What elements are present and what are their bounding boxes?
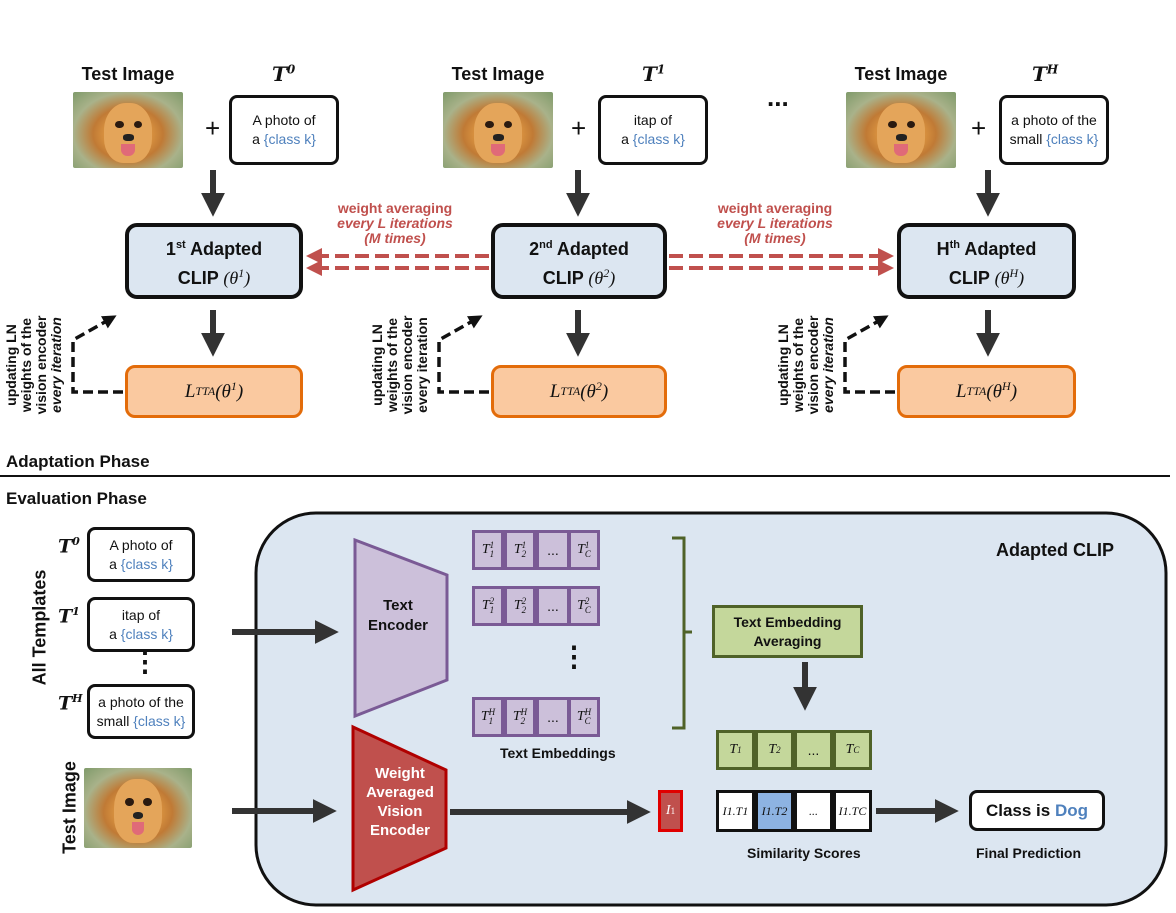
text-embeddings-label: Text Embeddings [500,745,616,761]
embedding-vertical-dots: ⋮ [560,641,588,672]
template-symbol: TH [58,692,83,715]
test-image [846,92,956,168]
ellipsis: ... [767,82,789,112]
plus-sign: + [971,113,987,143]
test-image [84,768,192,848]
similarity-scores-label: Similarity Scores [747,845,861,861]
test-image-label: Test Image [81,64,175,84]
test-image [443,92,553,168]
weight-averaging-arrows [306,248,894,276]
template-symbol: T1 [642,62,666,86]
evaluation-phase-label: Evaluation Phase [6,489,147,508]
update-loops [71,315,895,394]
averaged-embedding-cell: ... [794,730,833,770]
similarity-cell: I1.TC [833,790,872,832]
similarity-cell: ... [794,790,833,832]
template-symbol: T0 [58,535,80,558]
test-image-label: Test Image [451,64,545,84]
text-encoder-shape [353,537,449,719]
adaptation-phase-label: Adaptation Phase [6,452,150,471]
test-image-label: Test Image [59,761,80,854]
template-symbol: T0 [272,62,296,86]
embedding-cell: ... [536,530,570,570]
update-loop-arrow [843,315,895,394]
similarity-cell: I1.T2 [755,790,794,832]
similarity-cell: I1.T1 [716,790,755,832]
test-image-label: Test Image [854,64,948,84]
update-loop-arrow [437,315,489,394]
update-loop-arrow [71,315,123,394]
adapted-clip-label: Adapted CLIP [996,540,1115,560]
vertical-dots: ⋮ [131,646,159,677]
final-prediction-box: Class is Dog [969,790,1105,831]
bracket [672,536,692,730]
vision-encoder-shape [351,724,448,893]
test-image [73,92,183,168]
final-prediction-label: Final Prediction [976,845,1082,861]
plus-sign: + [205,113,221,143]
plus-sign: + [571,113,587,143]
template-symbol: T1 [58,605,80,628]
embedding-cell: ... [536,697,570,737]
template-symbol: TH [1032,62,1059,86]
all-templates-label: All Templates [29,569,50,686]
embedding-cell: ... [536,586,570,626]
